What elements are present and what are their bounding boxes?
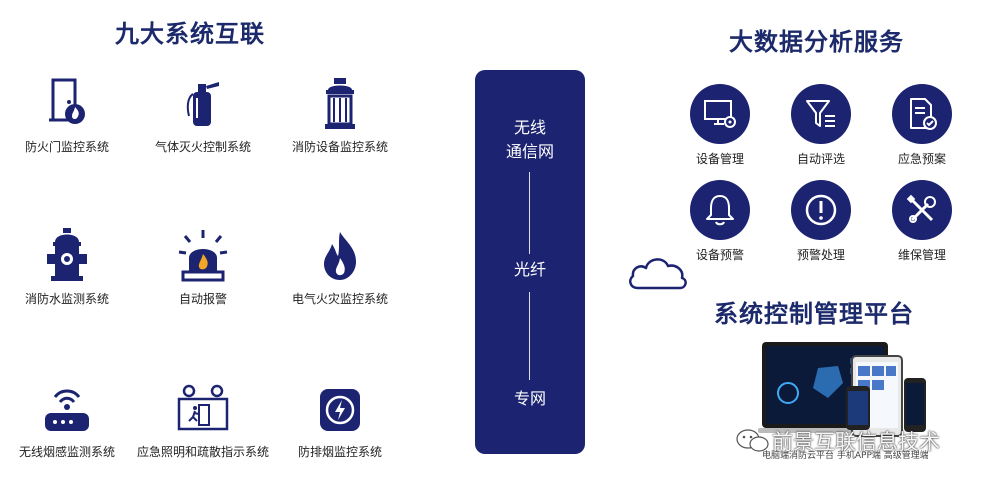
system-fire-equipment: 消防设备监控系统 [265, 76, 415, 155]
flame-icon [324, 232, 356, 280]
document-check-icon [910, 98, 937, 130]
system-emergency-lighting: 应急照明和疏散指示系统 [128, 381, 278, 460]
exclamation-icon [805, 194, 837, 226]
systems-title: 九大系统互联 [115, 20, 265, 48]
wechat-icon [736, 429, 769, 452]
system-fire-door: 防火门监控系统 [0, 76, 142, 155]
service-device-alert: 设备预警 [670, 180, 770, 263]
wireless-label-1: 无线 [513, 118, 546, 137]
cloud-icon [629, 258, 687, 290]
system-electrical-fire: 电气火灾监控系统 [265, 228, 415, 307]
service-auto-selection: 自动评选 [771, 84, 871, 167]
tools-icon [906, 194, 936, 223]
system-smoke-exhaust: 防排烟监控系统 [265, 381, 415, 460]
alarm-light-icon [178, 230, 228, 282]
divider-line-2 [529, 292, 530, 380]
exit-sign-icon [177, 384, 229, 431]
divider-line-1 [529, 172, 530, 254]
devices-caption: 电脑端消防云平台 手机APP端 高级管理端 [762, 449, 928, 461]
smoke-sensor-icon [45, 389, 89, 431]
filter-icon [806, 100, 835, 127]
system-wireless-smoke: 无线烟感监测系统 [0, 381, 142, 460]
smoke-exhaust-icon [320, 389, 360, 431]
fire-door-icon [49, 78, 85, 124]
system-gas-extinguish: 气体灭火控制系统 [128, 76, 278, 155]
watermark-text: 前景互联信息技术 [772, 430, 940, 454]
devices-image: 电脑端消防云平台 手机APP端 高级管理端 [758, 342, 928, 461]
system-fire-water: 消防水监测系统 [0, 228, 142, 307]
service-maintenance: 维保管理 [872, 180, 972, 263]
service-emergency-plan: 应急预案 [872, 84, 972, 167]
monitor-gear-icon [704, 100, 736, 128]
system-auto-alarm: 自动报警 [128, 228, 278, 307]
bell-icon [706, 195, 734, 226]
fire-equipment-icon [325, 78, 355, 129]
private-net-label: 专网 [513, 389, 546, 408]
analytics-title: 大数据分析服务 [729, 28, 904, 56]
wireless-label-2: 通信网 [505, 142, 554, 161]
platform-title: 系统控制管理平台 [714, 300, 914, 328]
gas-extinguisher-icon [186, 82, 219, 126]
service-alert-handling: 预警处理 [771, 180, 871, 263]
network-panel: 无线 通信网 光纤 专网 [475, 70, 585, 454]
service-device-management: 设备管理 [670, 84, 770, 167]
fire-hydrant-icon [47, 228, 87, 281]
fiber-label: 光纤 [513, 260, 546, 279]
